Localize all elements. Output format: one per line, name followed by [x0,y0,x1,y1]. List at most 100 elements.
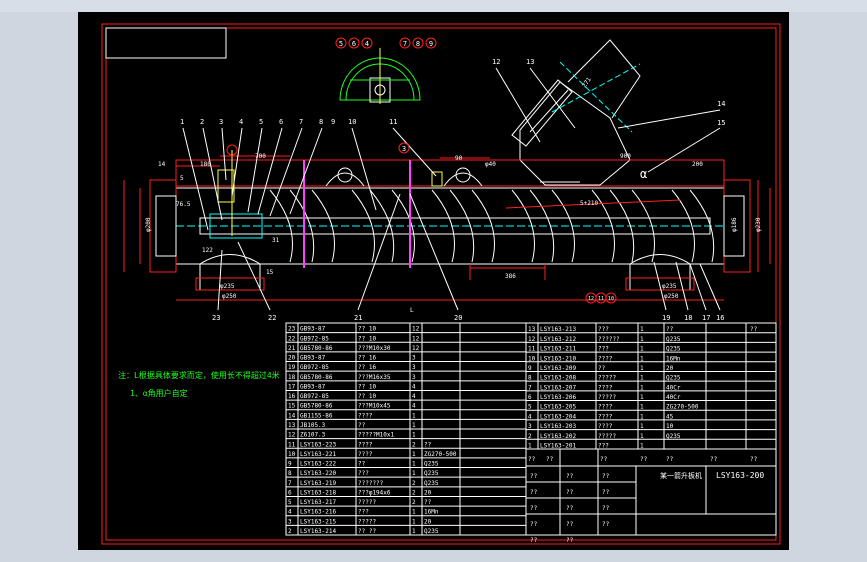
right-row-name: ???? [598,384,613,391]
callout-15: 15 [717,119,725,127]
alpha-label: α [640,167,647,181]
left-row-material: Q235 [424,470,439,477]
bubble-7: 7 [403,40,407,48]
callout-9: 9 [331,118,335,126]
dim-900: 900 [620,153,631,160]
right-row-number: 5 [528,404,532,411]
left-row-material: 20 [424,489,432,496]
callout-1: 1 [180,118,184,126]
right-row-name: ???? [598,423,613,430]
dim-5-210: 5+210 [580,200,598,207]
left-row-name: ?????M10x1 [358,432,395,439]
callout-11: 11 [389,118,397,126]
left-row-number: 7 [288,480,292,487]
left-row-code: LSY163-215 [300,518,337,525]
callout-17: 17 [702,314,710,322]
callout-22: 22 [268,314,276,322]
left-row-name: ???? [358,412,373,419]
callout-14: 14 [717,100,725,108]
left-row-number: 18 [288,374,296,381]
left-row-qty: 3 [412,355,416,362]
title-block-cell: ?? [530,505,538,512]
right-row-number: 10 [528,355,536,362]
title-block-cell: ?? [602,489,610,496]
left-row-qty: 1 [412,461,416,468]
right-table-header: ?????????????? [528,456,758,463]
left-row-name: ?? 16 [358,364,376,371]
title-block-cell: ?? [566,473,574,480]
left-row-qty: 2 [412,499,416,506]
dim-180: 180 [200,161,211,168]
left-row-name: ?? 10 [358,335,376,342]
callout-3: 3 [219,118,223,126]
inner-frame [105,27,777,541]
left-row-name: ?? ?? [358,528,376,535]
right-row-code: LSY163-205 [540,404,577,411]
right-row-material: Q235 [666,336,681,343]
left-row-material: Q235 [424,461,439,468]
right-row-code: LSY163-207 [540,384,577,391]
left-row-code: LSY163-218 [300,489,337,496]
left-row-code: LSY163-217 [300,499,337,506]
right-row-qty: 1 [640,384,644,391]
dim-phi250: φ250 [222,293,237,300]
left-row-code: GB972-85 [300,364,329,371]
header-cell: ?? [750,456,758,463]
title-block-cell: ?? [602,505,610,512]
left-row-material: ?? [424,441,432,448]
dim-386: 386 [505,273,516,280]
callout-19: 19 [662,314,670,322]
left-row-name: ??????? [358,480,384,487]
header-cell: ?? [640,456,648,463]
right-row-number: 1 [528,443,532,450]
right-row-qty: 1 [640,355,644,362]
title-block-cell: ?? [602,473,610,480]
section-bubbles: 5 6 4 7 8 9 [335,37,437,49]
dim-phi235: φ235 [220,283,235,290]
right-row-name: ???? [598,355,613,362]
left-row-code: GB93-87 [300,383,326,390]
right-row-material: 20 [666,365,674,372]
left-row-number: 6 [288,489,292,496]
left-row-number: 14 [288,412,296,419]
left-row-number: 11 [288,441,296,448]
right-row-code: LSY163-212 [540,336,577,343]
left-row-number: 8 [288,470,292,477]
right-row-name: ???? [598,413,613,420]
dim-200: 200 [692,161,703,168]
left-row-name: ???? [358,451,373,458]
right-row-number: 4 [528,413,532,420]
title-block-cells: ???????????????????????????? [530,473,610,544]
left-row-number: 22 [288,335,296,342]
left-row-number: 5 [288,499,292,506]
dim-122: 122 [202,247,213,254]
left-row-code: GB93-87 [300,326,326,333]
left-row-name: ?? 10 [358,326,376,333]
viewer-top-strip [0,0,867,12]
left-row-name: ????? [358,499,376,506]
left-row-material: Q235 [424,528,439,535]
title-block-cell: ?? [566,521,574,528]
left-row-material: ?? [424,499,432,506]
left-row-code: LSY163-221 [300,451,337,458]
left-row-name: ?? [358,461,366,468]
right-row-name: ?? [598,365,606,372]
callout-10: 10 [348,118,356,126]
callout-16: 16 [716,314,724,322]
left-row-number: 15 [288,403,296,410]
header-cell: ?? [546,456,554,463]
dim-31: 31 [272,237,280,244]
right-row-qty: 1 [640,375,644,382]
left-row-name: ???M16x35 [358,374,391,381]
dim-90: 90 [455,155,463,162]
dim-phi230: φ230 [755,217,762,232]
left-row-number: 3 [288,518,292,525]
callout-23: 23 [212,314,220,322]
title-block-cell: ?? [566,489,574,496]
right-row-code: LSY163-203 [540,423,577,430]
right-row-material: 10 [666,423,674,430]
right-row-code: LSY163-201 [540,443,577,450]
left-row-code: LSY163-214 [300,528,337,535]
